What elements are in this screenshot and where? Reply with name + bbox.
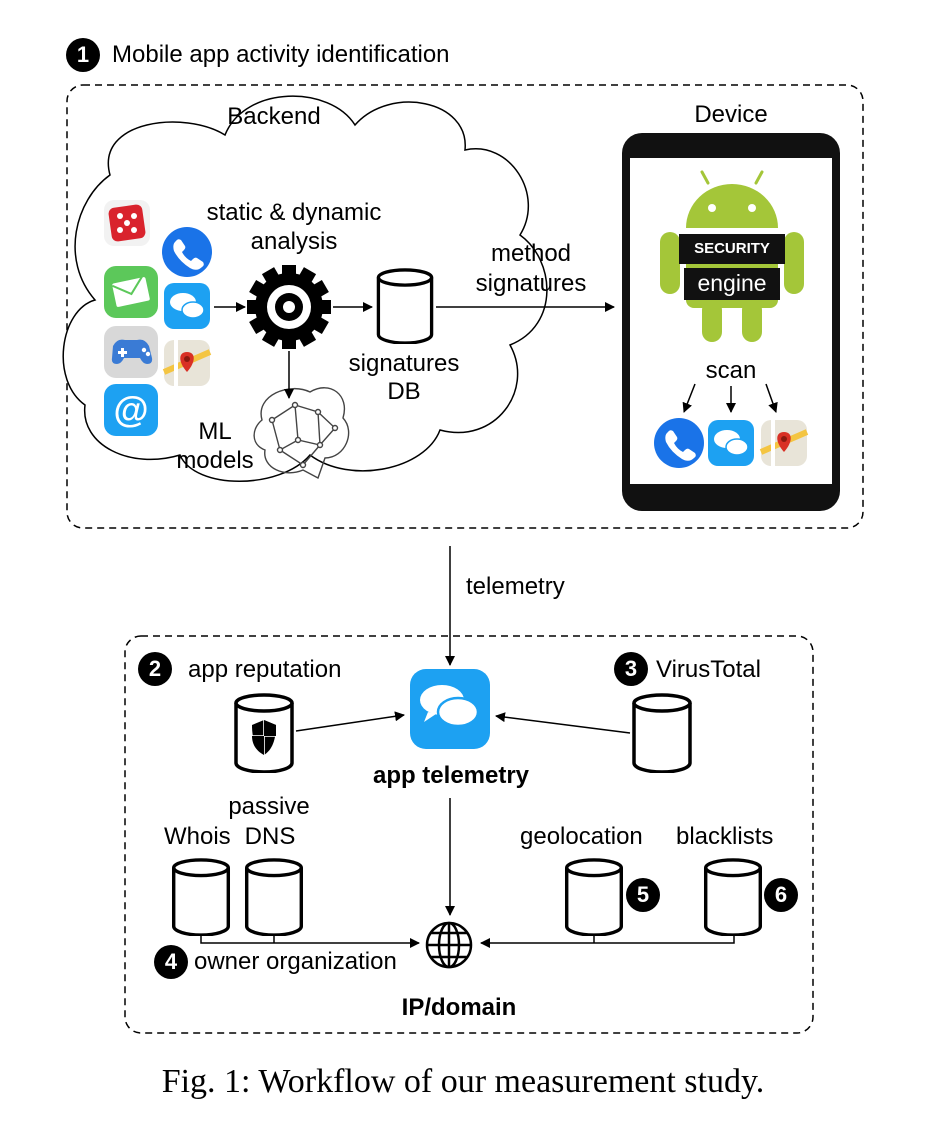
- badge-6: 6: [764, 878, 798, 912]
- method-signatures-line2: signatures: [475, 270, 587, 297]
- phone-icon: [654, 418, 704, 468]
- virustotal-label: VirusTotal: [656, 656, 761, 683]
- analysis-label-line1: static & dynamic: [206, 199, 382, 226]
- whois-db-icon: [171, 858, 231, 936]
- analysis-label-line2: analysis: [250, 228, 338, 255]
- map-icon: [759, 420, 809, 466]
- ml-label-line1: ML: [198, 418, 232, 445]
- signatures-db-icon: [376, 268, 434, 344]
- gear-icon: [247, 265, 331, 349]
- map-icon: [162, 340, 212, 386]
- whois-label: Whois: [164, 823, 231, 850]
- geolocation-db-icon: [564, 858, 624, 936]
- security-word: SECURITY: [694, 240, 770, 257]
- mail-icon: [104, 266, 158, 318]
- globe-icon: [425, 921, 473, 969]
- virustotal-db-icon: [632, 693, 692, 773]
- geolocation-label: geolocation: [520, 823, 643, 850]
- at-icon: @: [104, 384, 158, 436]
- app-telemetry-label: app telemetry: [372, 762, 530, 789]
- whois-dns-connector: [200, 936, 419, 943]
- badge-5: 5: [626, 878, 660, 912]
- backend-label: Backend: [227, 103, 321, 130]
- figure-caption: Fig. 1: Workflow of our measurement stud…: [161, 1063, 765, 1100]
- engine-word: engine: [697, 270, 767, 296]
- ml-label-line2: models: [176, 447, 254, 474]
- method-signatures-line1: method: [490, 240, 572, 267]
- chat-icon: [708, 420, 754, 466]
- scan-arrow-phone: [682, 383, 696, 413]
- svg-text:@: @: [113, 389, 148, 430]
- passive-dns-db-icon: [244, 858, 304, 936]
- phone-icon: [162, 227, 212, 277]
- telemetry-label: telemetry: [466, 573, 565, 600]
- dice-icon: [104, 200, 150, 246]
- badge-2: 2: [138, 652, 172, 686]
- blacklists-label: blacklists: [676, 823, 774, 850]
- signatures-db-line2: DB: [387, 378, 421, 405]
- badge-1: 1: [66, 38, 100, 72]
- shield-icon: [252, 720, 276, 755]
- scan-arrow-map: [765, 383, 778, 413]
- scan-label: scan: [705, 357, 757, 384]
- section2-frame: [124, 635, 814, 1034]
- virustotal-to-telemetry-arrow: [495, 712, 631, 734]
- badge-4: 4: [154, 945, 188, 979]
- ip-domain-label: IP/domain: [401, 994, 517, 1021]
- blacklists-db-icon: [703, 858, 763, 936]
- badge-3: 3: [614, 652, 648, 686]
- app-reputation-label: app reputation: [188, 656, 342, 683]
- app-telemetry-icon: [410, 669, 490, 749]
- gamepad-icon: [104, 326, 158, 378]
- signatures-db-line1: signatures: [348, 350, 460, 377]
- owner-organization-label: owner organization: [194, 948, 397, 975]
- brain-icon: [253, 387, 350, 480]
- android-icon: [660, 170, 804, 342]
- device-label: Device: [694, 101, 768, 128]
- reputation-to-telemetry-arrow: [295, 711, 405, 732]
- section1-title: Mobile app activity identification: [112, 41, 450, 68]
- chat-icon: [164, 283, 210, 329]
- geo-blacklist-connector: [481, 936, 735, 943]
- passive-label-line2: DNS: [244, 823, 296, 850]
- passive-label-line1: passive: [228, 793, 310, 820]
